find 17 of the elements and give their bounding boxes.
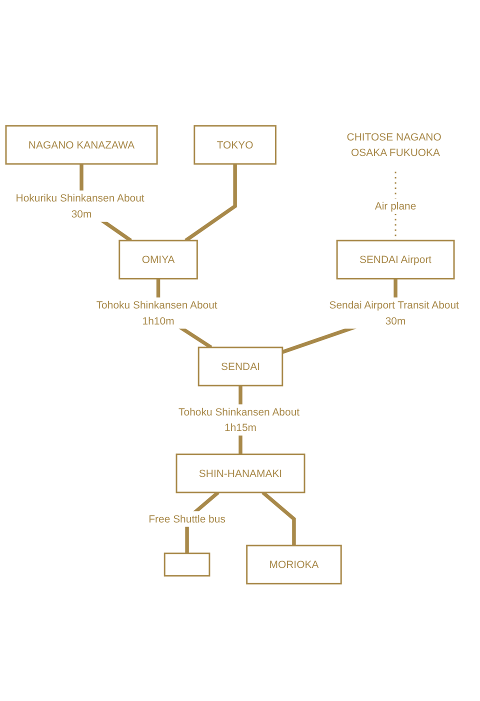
- node-box: MORIOKA: [246, 544, 342, 584]
- node-box: SENDAI Airport: [336, 240, 455, 280]
- node-box: OMIYA: [118, 240, 198, 280]
- edge-label: Hokuriku Shinkansen About 30m: [16, 192, 144, 220]
- edge-label: Tohoku Shinkansen About 1h10m: [96, 298, 218, 326]
- edge-label: Air plane: [374, 200, 416, 212]
- connector: [184, 164, 237, 242]
- node-box: NAGANO KANAZAWA: [5, 124, 158, 164]
- node-text: CHITOSE NAGANO OSAKA FUKUOKA: [346, 130, 442, 158]
- edge-label: Free Shuttle bus: [148, 512, 226, 524]
- node-box: [164, 552, 210, 576]
- node-box: TOKYO: [194, 124, 276, 164]
- node-box: SENDAI: [198, 346, 284, 386]
- connector: [262, 490, 296, 546]
- edge-label: Tohoku Shinkansen About 1h15m: [178, 405, 300, 434]
- node-box: SHIN-HANAMAKI: [176, 453, 306, 493]
- edge-label: Sendai Airport Transit About 30m: [329, 298, 459, 326]
